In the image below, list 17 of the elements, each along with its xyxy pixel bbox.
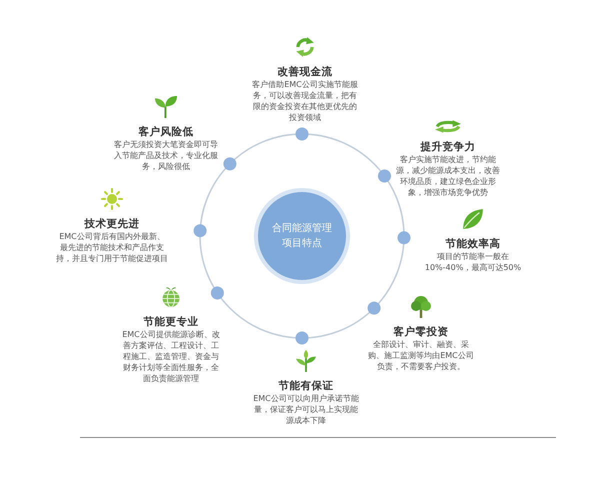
feature-description: EMC公司可以向用户承诺节能量，保证客户可以马上实现能源成本下降: [252, 393, 360, 426]
feature-description: 客户无须投资大笔资金即可导入节能产品及技术，专业化服务，风险很低: [114, 139, 218, 172]
feature-heading: 节能更专业: [144, 315, 198, 329]
feature-heading: 客户风险低: [138, 125, 194, 139]
feature-description: 客户实施节能改进，节约能源，减少能源成本支出，改善环境品质，建立绿色企业形象，增强市场竞争优势: [396, 154, 500, 198]
topic-circle: 合同能源管理项目特点: [258, 192, 346, 280]
feature-description: 项目的节能率一般在10%-40%，最高可达50%: [424, 251, 522, 273]
feature-heading: 改善现金流: [278, 65, 332, 79]
feature-heading: 节能效率高: [446, 237, 500, 251]
feature-description: EMC公司背后有国内外最新、最先进的节能技术和产品作支持，并且专门用于节能促进项目: [56, 231, 168, 264]
feature-heading: 客户零投资: [394, 325, 448, 339]
feature-heading: 提升竞争力: [420, 140, 476, 154]
feature-description: EMC公司提供能源诊断、改善方案评估、工程设计、工程施工、监造管理、资金与财务计划等全面性服务，全面负责能源管理: [121, 329, 221, 384]
feature-heading: 技术更先进: [84, 217, 140, 231]
feature-heading: 节能有保证: [278, 379, 334, 393]
feature-description: 客户借助EMC公司实施节能服务，可以改善现金流量，把有限的资金投资在其他更优先的投资领域: [251, 79, 359, 123]
feature-description: 全部设计、审计、融资、采购、施工监测等均由EMC公司负责，不需要客户投资。: [368, 339, 474, 372]
